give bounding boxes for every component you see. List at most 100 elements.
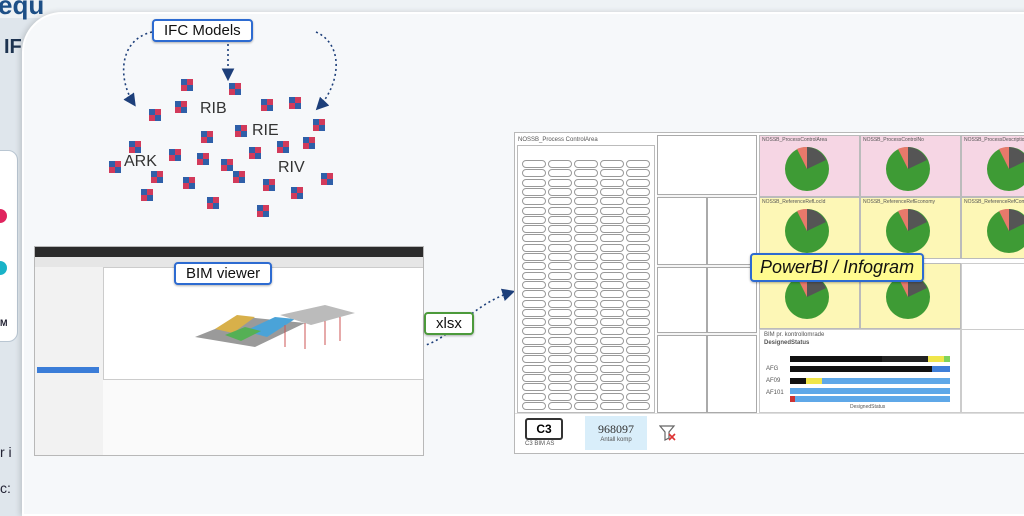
slicer-pill[interactable] [522,160,546,168]
slicer-pill[interactable] [522,262,546,271]
slicer-pill[interactable] [626,178,650,187]
clear-filter-icon[interactable] [659,424,677,442]
slicer-pill[interactable] [522,280,546,289]
slicer-pill[interactable] [626,262,650,271]
slicer-pill[interactable] [574,169,598,178]
slicer-pill[interactable] [626,225,650,234]
slicer-pill[interactable] [626,215,650,224]
slicer-pill[interactable] [548,346,572,354]
slicer-pill[interactable] [600,271,624,280]
slicer-pill[interactable] [548,178,572,187]
slicer-pill[interactable] [574,364,598,373]
slicer-pill[interactable] [626,243,650,252]
slicer-pill[interactable] [600,280,624,289]
slicer-pill[interactable] [600,355,624,364]
slicer-pill[interactable] [600,206,624,215]
slicer-pill[interactable] [548,197,572,206]
slicer-pill[interactable] [574,206,598,215]
slicer-pill[interactable] [522,206,546,215]
filter-box-5[interactable] [707,267,757,333]
slicer-pill[interactable] [548,169,572,178]
slicer-pill[interactable] [600,383,624,392]
slicer-pill[interactable] [600,234,624,243]
slicer-pill[interactable] [626,206,650,215]
slicer-pill[interactable] [522,290,546,299]
slicer-pill[interactable] [626,373,650,382]
slicer-pill[interactable] [522,383,546,392]
slicer-pill[interactable] [626,197,650,206]
slicer-pill[interactable] [600,401,624,410]
slicer-pill[interactable] [626,234,650,243]
filter-box-4[interactable] [657,267,707,333]
filter-box-7[interactable] [707,335,757,413]
slicer-pill[interactable] [600,392,624,401]
slicer-pill[interactable] [600,243,624,252]
slicer-pill[interactable] [548,253,572,261]
process-area-slicer[interactable] [517,145,655,413]
slicer-pill[interactable] [600,225,624,234]
slicer-pill[interactable] [600,160,624,168]
slicer-pill[interactable] [574,234,598,243]
slicer-pill[interactable] [600,197,624,206]
slicer-pill[interactable] [522,169,546,178]
slicer-pill[interactable] [574,243,598,252]
slicer-pill[interactable] [574,392,598,401]
slicer-pill[interactable] [548,234,572,243]
slicer-pill[interactable] [522,243,546,252]
slicer-pill[interactable] [548,392,572,401]
slicer-pill[interactable] [548,206,572,215]
filter-box-2[interactable] [657,197,707,265]
slicer-pill[interactable] [600,215,624,224]
slicer-pill[interactable] [600,169,624,178]
slicer-pill[interactable] [522,197,546,206]
slicer-pill[interactable] [522,401,546,410]
slicer-pill[interactable] [600,262,624,271]
slicer-pill[interactable] [522,318,546,327]
slicer-pill[interactable] [626,336,650,345]
slicer-pill[interactable] [522,373,546,382]
slicer-pill[interactable] [574,197,598,206]
slicer-pill[interactable] [574,318,598,327]
slicer-pill[interactable] [522,336,546,345]
slicer-pill[interactable] [626,290,650,299]
slicer-pill[interactable] [574,373,598,382]
slicer-pill[interactable] [626,308,650,317]
filter-box-6[interactable] [657,335,707,413]
slicer-pill[interactable] [600,364,624,373]
slicer-pill[interactable] [574,280,598,289]
slicer-pill[interactable] [548,308,572,317]
slicer-pill[interactable] [522,346,546,354]
slicer-pill[interactable] [600,253,624,261]
slicer-pill[interactable] [522,234,546,243]
slicer-pill[interactable] [626,392,650,401]
slicer-pill[interactable] [626,346,650,354]
slicer-pill[interactable] [626,383,650,392]
slicer-pill[interactable] [574,262,598,271]
slicer-pill[interactable] [626,318,650,327]
slicer-pill[interactable] [548,401,572,410]
slicer-pill[interactable] [626,271,650,280]
slicer-pill[interactable] [548,160,572,168]
slicer-pill[interactable] [600,187,624,196]
slicer-pill[interactable] [522,271,546,280]
slicer-pill[interactable] [548,187,572,196]
slicer-pill[interactable] [574,327,598,336]
filter-box-1[interactable] [657,135,757,195]
slicer-pill[interactable] [600,318,624,327]
slicer-pill[interactable] [600,178,624,187]
slicer-pill[interactable] [548,215,572,224]
slicer-pill[interactable] [522,187,546,196]
slicer-pill[interactable] [600,290,624,299]
slicer-pill[interactable] [600,327,624,336]
slicer-pill[interactable] [548,225,572,234]
slicer-pill[interactable] [548,355,572,364]
slicer-pill[interactable] [522,355,546,364]
slicer-pill[interactable] [548,290,572,299]
slicer-pill[interactable] [626,355,650,364]
slicer-pill[interactable] [626,327,650,336]
slicer-pill[interactable] [548,318,572,327]
slicer-pill[interactable] [626,280,650,289]
slicer-pill[interactable] [574,160,598,168]
slicer-pill[interactable] [574,187,598,196]
slicer-pill[interactable] [522,253,546,261]
